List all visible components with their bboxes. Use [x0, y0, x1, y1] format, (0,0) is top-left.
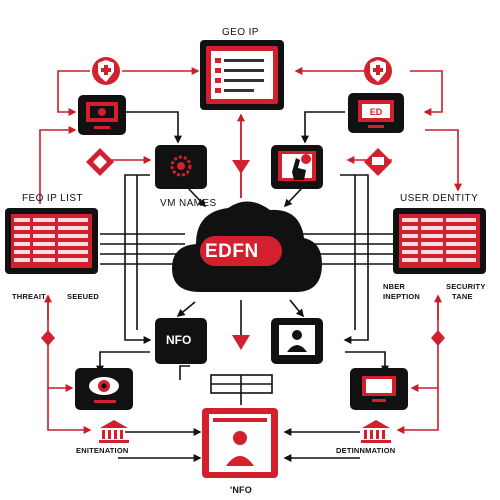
geo-ip-label: GEO IP — [222, 27, 259, 38]
shield-plus-icon — [92, 57, 120, 85]
enitenation-label: ENITENATION — [76, 446, 129, 455]
pointer-touch-node — [271, 145, 323, 189]
vm-names-label: VM NAMES — [160, 198, 217, 209]
shield-plus-icon — [364, 57, 392, 85]
document-list-icon — [215, 58, 264, 93]
threat-label: THREAIT — [12, 292, 46, 301]
diamond-marker-right — [431, 330, 445, 346]
eye-monitor — [75, 368, 133, 410]
person-profile-icon — [226, 431, 254, 466]
person-node — [271, 318, 323, 364]
nber-label: NBER — [383, 282, 406, 291]
monitor-ed-icon: ED — [348, 93, 404, 133]
edfn-label: EDFN — [205, 241, 259, 262]
inception-label: INEPTION — [383, 292, 421, 301]
info-bottom-label: 'NFO — [230, 485, 252, 495]
secured-label: SEEUED — [67, 292, 100, 301]
detinnmation-label: DETINNMATION — [336, 446, 396, 455]
triangle-marker-bottom — [232, 335, 250, 350]
security-label: SECURITY — [446, 282, 486, 291]
triangle-marker-top — [232, 160, 250, 174]
diamond-marker-left — [41, 330, 55, 346]
connectors — [39, 67, 462, 462]
diamond-node-right — [364, 148, 392, 176]
edfn-cloud — [172, 201, 322, 292]
geo-ip-document — [200, 40, 284, 110]
monitor-gear-icon — [78, 95, 126, 135]
eye-icon — [89, 377, 119, 395]
tane-label: TANE — [452, 292, 473, 301]
person-profile-icon — [287, 330, 307, 352]
vm-names-node — [155, 145, 207, 189]
bank-icon — [361, 420, 391, 443]
bank-icon — [99, 420, 129, 443]
monitor-node-bottom-right — [350, 368, 408, 410]
nfo-node — [155, 318, 207, 364]
feo-ip-list-table — [5, 208, 98, 274]
svg-text:ED: ED — [370, 107, 383, 117]
pointer-touch-icon — [292, 154, 311, 180]
monitor-icon — [362, 376, 396, 402]
feo-ip-list-label: FEO IP LIST — [22, 193, 83, 204]
gear-icon — [170, 155, 192, 177]
user-identity-table — [393, 208, 486, 274]
nfo-node-label: NFO — [166, 333, 192, 347]
user-identity-label: USER DENTITY — [400, 193, 479, 204]
diamond-node-left — [86, 148, 114, 176]
info-document — [202, 408, 278, 478]
